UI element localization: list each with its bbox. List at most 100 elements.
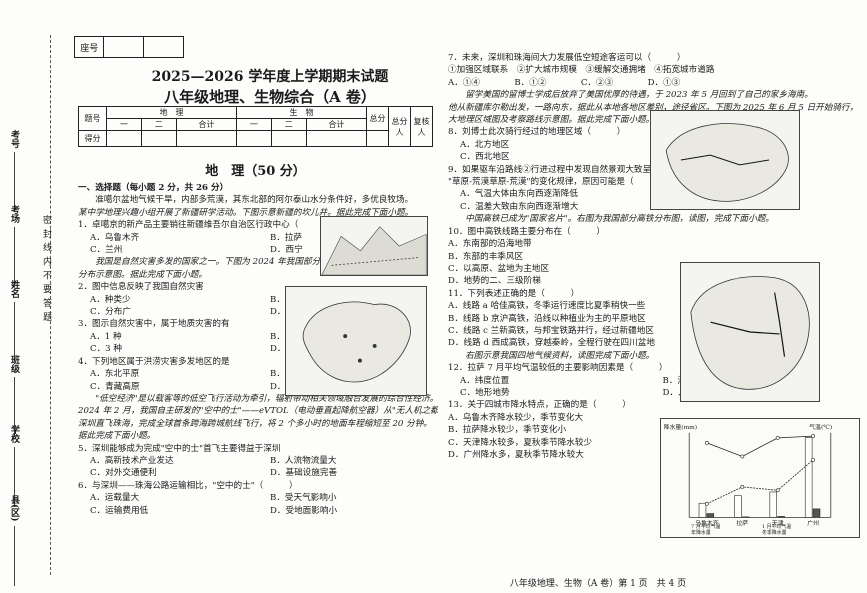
bar-winter bbox=[777, 516, 785, 518]
y-axis-label: 降水量(mm) bbox=[664, 423, 697, 431]
field-school: 学校 bbox=[8, 425, 21, 507]
left-line: 2024 年 2 月，我国自主研发的"空中的士"——eVTOL（电动垂直起降航空… bbox=[78, 406, 438, 417]
option-text: A．运载量大 bbox=[90, 493, 140, 504]
x-tick-label: 乌鲁木齐 bbox=[695, 519, 719, 527]
seat-cell bbox=[104, 37, 144, 57]
right-line: 留学美国的留博士学成后放弃了美国优厚的待遇，于 2023 年 5 月回到了自己的… bbox=[448, 90, 813, 101]
temp-point bbox=[705, 501, 709, 506]
field-name: 姓名 bbox=[8, 280, 21, 362]
temp-point bbox=[740, 485, 745, 489]
bar-winter bbox=[706, 513, 715, 518]
score-header: 合计 bbox=[175, 118, 237, 131]
option-text: C．兰州 bbox=[90, 245, 123, 256]
right-line: ①加强区域联系 ②扩大城市规模 ③缓解交通拥堵 ④拓宽城市道路 bbox=[448, 65, 715, 76]
right-line: 13．关于四城市降水特点，正确的是（ ） bbox=[448, 400, 631, 411]
left-line: 3．图示自然灾害中，属于地质灾害的有 bbox=[78, 319, 230, 330]
score-cell[interactable] bbox=[106, 130, 142, 147]
right-line: 11．下列表述正确的是（ ） bbox=[448, 288, 580, 299]
right-line: C．线路 c 兰新高铁，与邦宝铁路并行，经过新疆地区 bbox=[448, 325, 654, 336]
option-text: C．分布广 bbox=[90, 307, 131, 318]
option-text: C．对外交通便利 bbox=[90, 468, 157, 479]
option-text: A．1 种 bbox=[90, 331, 122, 342]
option-text: C．运输费用低 bbox=[90, 505, 149, 516]
x-tick-label: 拉萨 bbox=[736, 519, 748, 527]
option-text: B．人流物流量大 bbox=[270, 455, 337, 466]
bar-winter bbox=[812, 508, 821, 518]
left-line: 分布示意图。据此完成下面小题。 bbox=[78, 269, 207, 280]
exam-subtitle: 八年级地理、生物综合（A 卷） bbox=[164, 88, 376, 106]
score-cell[interactable] bbox=[235, 130, 272, 147]
railway-map bbox=[680, 262, 820, 402]
option-text: B．拉萨 bbox=[270, 232, 303, 243]
right-line: A．东南部的沿海地带 bbox=[448, 239, 532, 250]
option-text: D．基础设施完善 bbox=[270, 468, 338, 479]
right-line: 大地理区域图及考察路线示意图。据此完成下面小题。 bbox=[448, 115, 655, 126]
score-cell[interactable] bbox=[305, 130, 368, 147]
page-footer: 八年级地理、生物（A 卷）第 1 页 共 4 页 bbox=[509, 579, 687, 589]
right-line: B．拉萨降水较少，季节变化小 bbox=[448, 425, 567, 436]
option-text: A．东北平原 bbox=[90, 369, 140, 380]
score-header: 一 bbox=[106, 118, 142, 131]
score-cell[interactable] bbox=[366, 130, 389, 147]
temp-point bbox=[811, 434, 815, 439]
region-route-map bbox=[650, 110, 800, 210]
option-text: D．西宁 bbox=[270, 245, 303, 256]
field-class: 班级 bbox=[8, 355, 21, 437]
score-row-label: 得分 bbox=[78, 130, 107, 147]
right-line: B．东部的丰季风区 bbox=[448, 251, 524, 262]
right-line: 9．如果驱车沿路线②行进过程中发现自然景观大致呈现 bbox=[448, 164, 660, 175]
right-line: 10．图中高铁线路主要分布在（ ） bbox=[448, 226, 606, 237]
score-cell[interactable] bbox=[140, 130, 177, 147]
score-header: 二 bbox=[270, 118, 307, 131]
score-header: 总分 bbox=[366, 106, 389, 131]
right-line: B．线路 b 京沪高铁，沿线以种植业为主的平原地区 bbox=[448, 313, 646, 324]
left-line: 我国是自然灾害多发的国家之一。下图为 2024 年我国部分自然灾害 bbox=[78, 257, 355, 268]
left-line: "低空经济"是以载客等的低空飞行活动为牵引，辐射带动相关领域融合发展的综合性经济… bbox=[78, 393, 438, 404]
left-line: 据此完成下面小题。 bbox=[78, 431, 156, 442]
right-line: D．线路 d 西成高铁，穿越秦岭，全程行驶在四川盆地 bbox=[448, 338, 655, 349]
seal-line bbox=[50, 35, 51, 575]
score-table: 题号 地 理 生 物 总分 总分人 复核人 一 二 合计 一 二 合计 得分 bbox=[78, 106, 433, 147]
bar-annual bbox=[769, 491, 778, 518]
score-header: 合计 bbox=[305, 118, 368, 131]
option-text: C．3 种 bbox=[90, 344, 122, 355]
score-cell[interactable] bbox=[175, 130, 237, 147]
temp-point bbox=[811, 457, 815, 462]
right-line: 7．未来，深圳和珠海间大力发展低空短途客运可以（ ） bbox=[448, 53, 686, 63]
left-line: 4．下列地区属于洪涝灾害多发地区的是 bbox=[78, 356, 230, 367]
karez-diagram bbox=[320, 216, 428, 276]
left-line: 2．图中信息反映了我国自然灾害 bbox=[78, 282, 204, 293]
x-tick-label: 天津 bbox=[772, 520, 784, 527]
option-text: A．北方地区 bbox=[460, 139, 510, 150]
right-line: 右图示意我国四地气候资料，读图完成下面小题。 bbox=[448, 350, 655, 361]
left-line: 深圳直飞珠海，完成全球首条跨海跨城航线飞行，将 2 个多小时的地面车程缩短至 2… bbox=[78, 418, 432, 429]
left-line: 1．卓噶京的新产品主要销往新疆维吾尔自治区行政中心（ ） bbox=[78, 220, 333, 231]
disaster-map bbox=[285, 286, 427, 396]
temp-point bbox=[775, 435, 780, 440]
right-line: 他从新疆库尔勒出发，一路向东，据此从本地各地区差别，途径省区。下图为 2025 … bbox=[448, 102, 853, 113]
binding-margin: 密 封 线 内 不 要 答 题 考号 考场 姓名 班级 学校 县(区) bbox=[0, 0, 62, 593]
option-text: D．受地面影响小 bbox=[270, 505, 338, 516]
right-line: 8．刘博士此次骑行经过的地理区域（ ） bbox=[448, 127, 626, 138]
x-tick-label: 广州 bbox=[807, 519, 819, 527]
field-exam-room: 考场 bbox=[8, 205, 21, 287]
score-header: 复核人 bbox=[410, 106, 433, 147]
option-text: B．受天气影响小 bbox=[270, 493, 337, 504]
left-column: 一、选择题（每小题 2 分，共 26 分） 准噶尔盆地气候干旱，内部多荒漠，其东… bbox=[78, 182, 438, 517]
right-line: "草原-荒漠草原-荒漠"的变化规律，原因可能是（ ） bbox=[448, 177, 668, 188]
score-cell[interactable] bbox=[270, 130, 307, 147]
temp-point bbox=[705, 441, 709, 445]
y2-axis-label: 气温(℃) bbox=[809, 423, 832, 431]
left-line: C．对外交通便利 D．基础设施完善 bbox=[78, 467, 438, 479]
right-line: C．以高原、盆地为主地区 bbox=[448, 263, 550, 274]
option-text: C．青藏高原 bbox=[90, 381, 140, 392]
option-text: C．西北地区 bbox=[460, 152, 510, 163]
left-line: C．运输费用低 D．受地面影响小 bbox=[78, 505, 438, 517]
option-text: C．温差大致由东向西逐渐增大 bbox=[460, 201, 579, 212]
score-header: 二 bbox=[140, 118, 177, 131]
option-text: A．气温大体由东向西逐渐降低 bbox=[460, 189, 578, 200]
